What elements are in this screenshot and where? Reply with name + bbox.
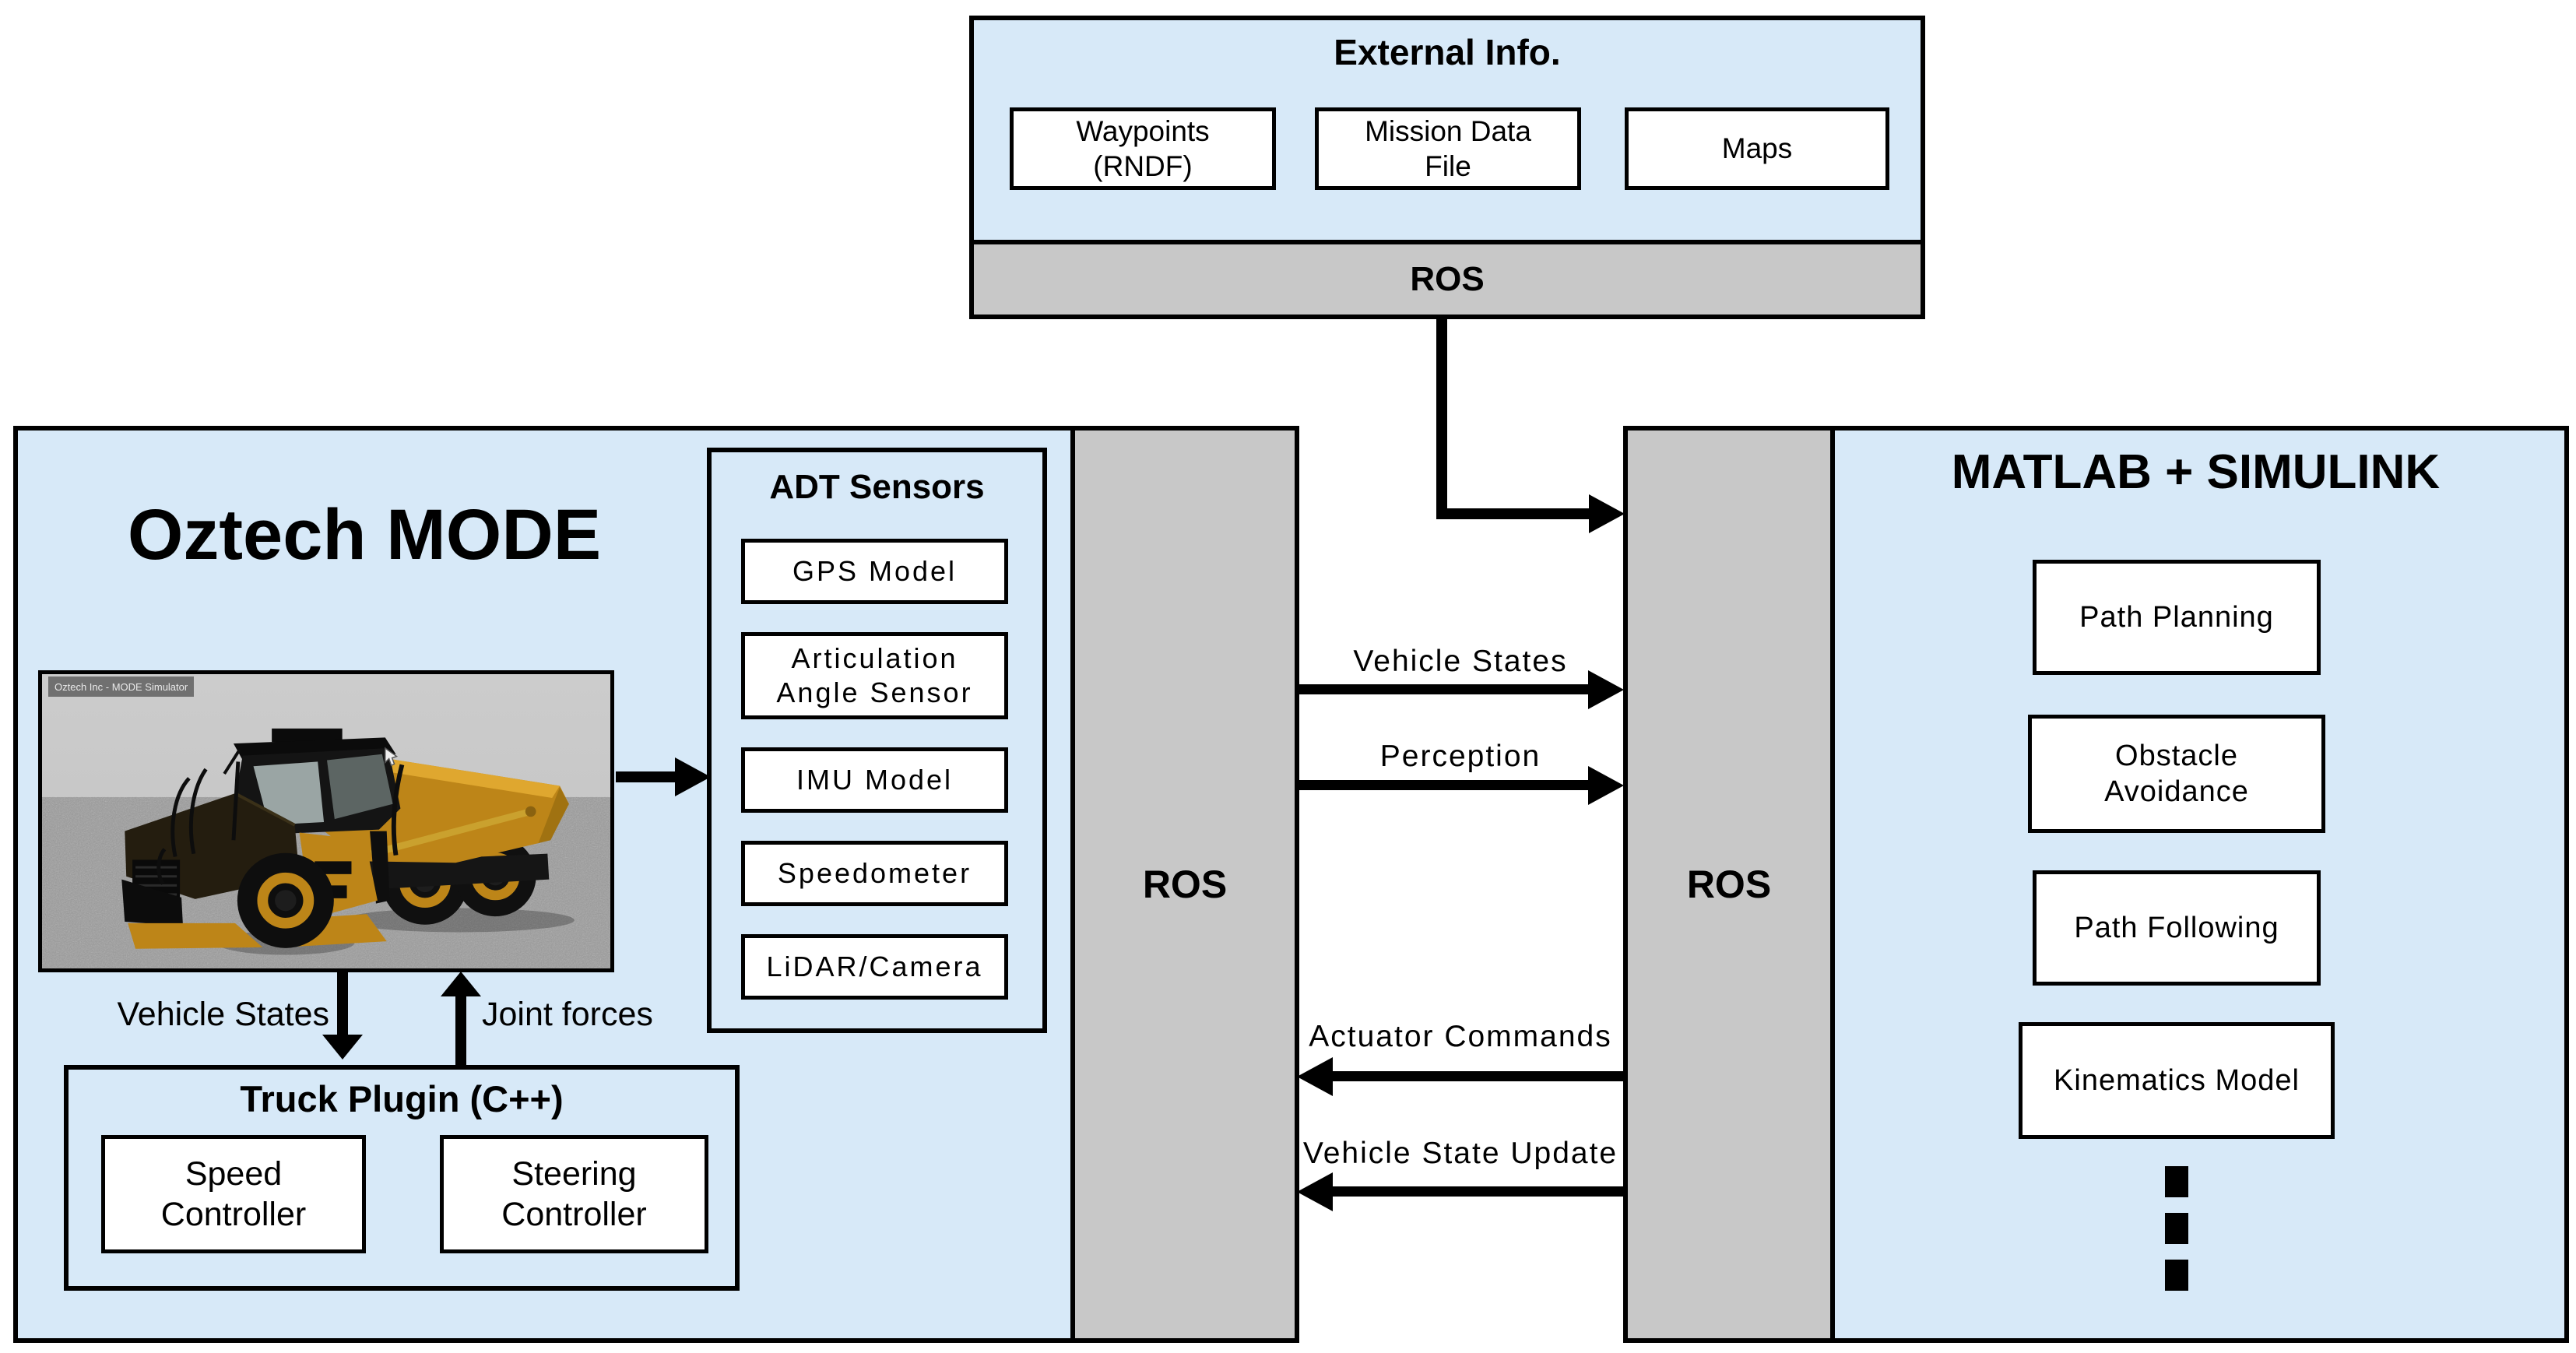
matlab-simulink-panel: ROS MATLAB + SIMULINK Path Planning Obst…	[1623, 426, 2569, 1343]
truck-plugin-panel: Truck Plugin (C++) Speed Controller Stee…	[64, 1065, 740, 1291]
ellipsis-dot	[2165, 1166, 2188, 1197]
path-planning-box: Path Planning	[2033, 560, 2321, 675]
adt-sensors-panel: ADT Sensors GPS Model Articulation Angle…	[707, 448, 1047, 1033]
external-to-matlab-connector-horizontal	[1436, 508, 1589, 519]
mission-data-file-box: Mission Data File	[1315, 107, 1581, 190]
truck-plugin-title: Truck Plugin (C++)	[240, 1078, 564, 1119]
oztech-mode-panel: ROS Oztech MODE	[13, 426, 1299, 1343]
sim-to-adt-arrow-shaft	[616, 771, 677, 782]
actuator-commands-flow-shaft	[1333, 1071, 1623, 1081]
sensor-box-articulation: Articulation Angle Sensor	[741, 632, 1008, 719]
oztech-ros-bar: ROS	[1070, 430, 1295, 1338]
arrow-right-icon	[1589, 494, 1625, 533]
sensor-box-lidar-camera: LiDAR/Camera	[741, 934, 1008, 1000]
simulator-screenshot: Oztech Inc - MODE Simulator	[38, 670, 614, 972]
oztech-mode-title: Oztech MODE	[127, 495, 602, 575]
external-ros-bar: ROS	[974, 240, 1921, 315]
vehicle-states-flow-shaft	[1297, 684, 1590, 694]
arrow-up-icon	[441, 972, 481, 996]
sensor-box-gps: GPS Model	[741, 539, 1008, 604]
cursor-icon	[385, 747, 399, 767]
arrow-left-icon	[1297, 1057, 1333, 1096]
arrow-right-icon	[1588, 670, 1624, 709]
joint-forces-arrow-shaft	[455, 995, 466, 1070]
matlab-ros-bar: ROS	[1628, 430, 1835, 1338]
flow-label-perception: Perception	[1379, 740, 1541, 773]
flow-label-vehicle-state-update: Vehicle State Update	[1302, 1137, 1618, 1170]
joint-forces-label: Joint forces	[482, 996, 653, 1033]
flow-label-actuator-commands: Actuator Commands	[1309, 1020, 1612, 1053]
truck-render	[42, 674, 610, 968]
external-info-panel: External Info. Waypoints (RNDF) Mission …	[969, 16, 1925, 319]
waypoints-box: Waypoints (RNDF)	[1010, 107, 1276, 190]
external-info-title: External Info.	[1334, 32, 1561, 72]
vehicle-states-arrow-shaft	[337, 969, 348, 1036]
sensor-box-imu: IMU Model	[741, 747, 1008, 813]
ellipsis-dot	[2165, 1260, 2188, 1291]
perception-flow-shaft	[1297, 780, 1590, 790]
arrow-right-icon	[675, 757, 711, 796]
matlab-simulink-title: MATLAB + SIMULINK	[1951, 445, 2441, 499]
vehicle-state-update-flow-shaft	[1333, 1186, 1623, 1197]
sensor-box-speedometer: Speedometer	[741, 841, 1008, 906]
flow-label-vehicle-states: Vehicle States	[1353, 645, 1568, 678]
speed-controller-box: Speed Controller	[101, 1135, 366, 1253]
maps-box: Maps	[1625, 107, 1889, 190]
obstacle-avoidance-box: Obstacle Avoidance	[2028, 715, 2325, 833]
adt-sensors-title: ADT Sensors	[769, 468, 985, 506]
kinematics-model-box: Kinematics Model	[2019, 1022, 2335, 1139]
arrow-right-icon	[1588, 766, 1624, 805]
steering-controller-box: Steering Controller	[440, 1135, 708, 1253]
arrow-down-icon	[322, 1035, 363, 1060]
ellipsis-dot	[2165, 1213, 2188, 1244]
simulator-titlebar: Oztech Inc - MODE Simulator	[48, 676, 195, 697]
arrow-left-icon	[1297, 1172, 1333, 1211]
vehicle-states-label: Vehicle States	[117, 996, 329, 1033]
external-to-matlab-connector-vertical	[1436, 315, 1447, 519]
path-following-box: Path Following	[2033, 870, 2321, 986]
